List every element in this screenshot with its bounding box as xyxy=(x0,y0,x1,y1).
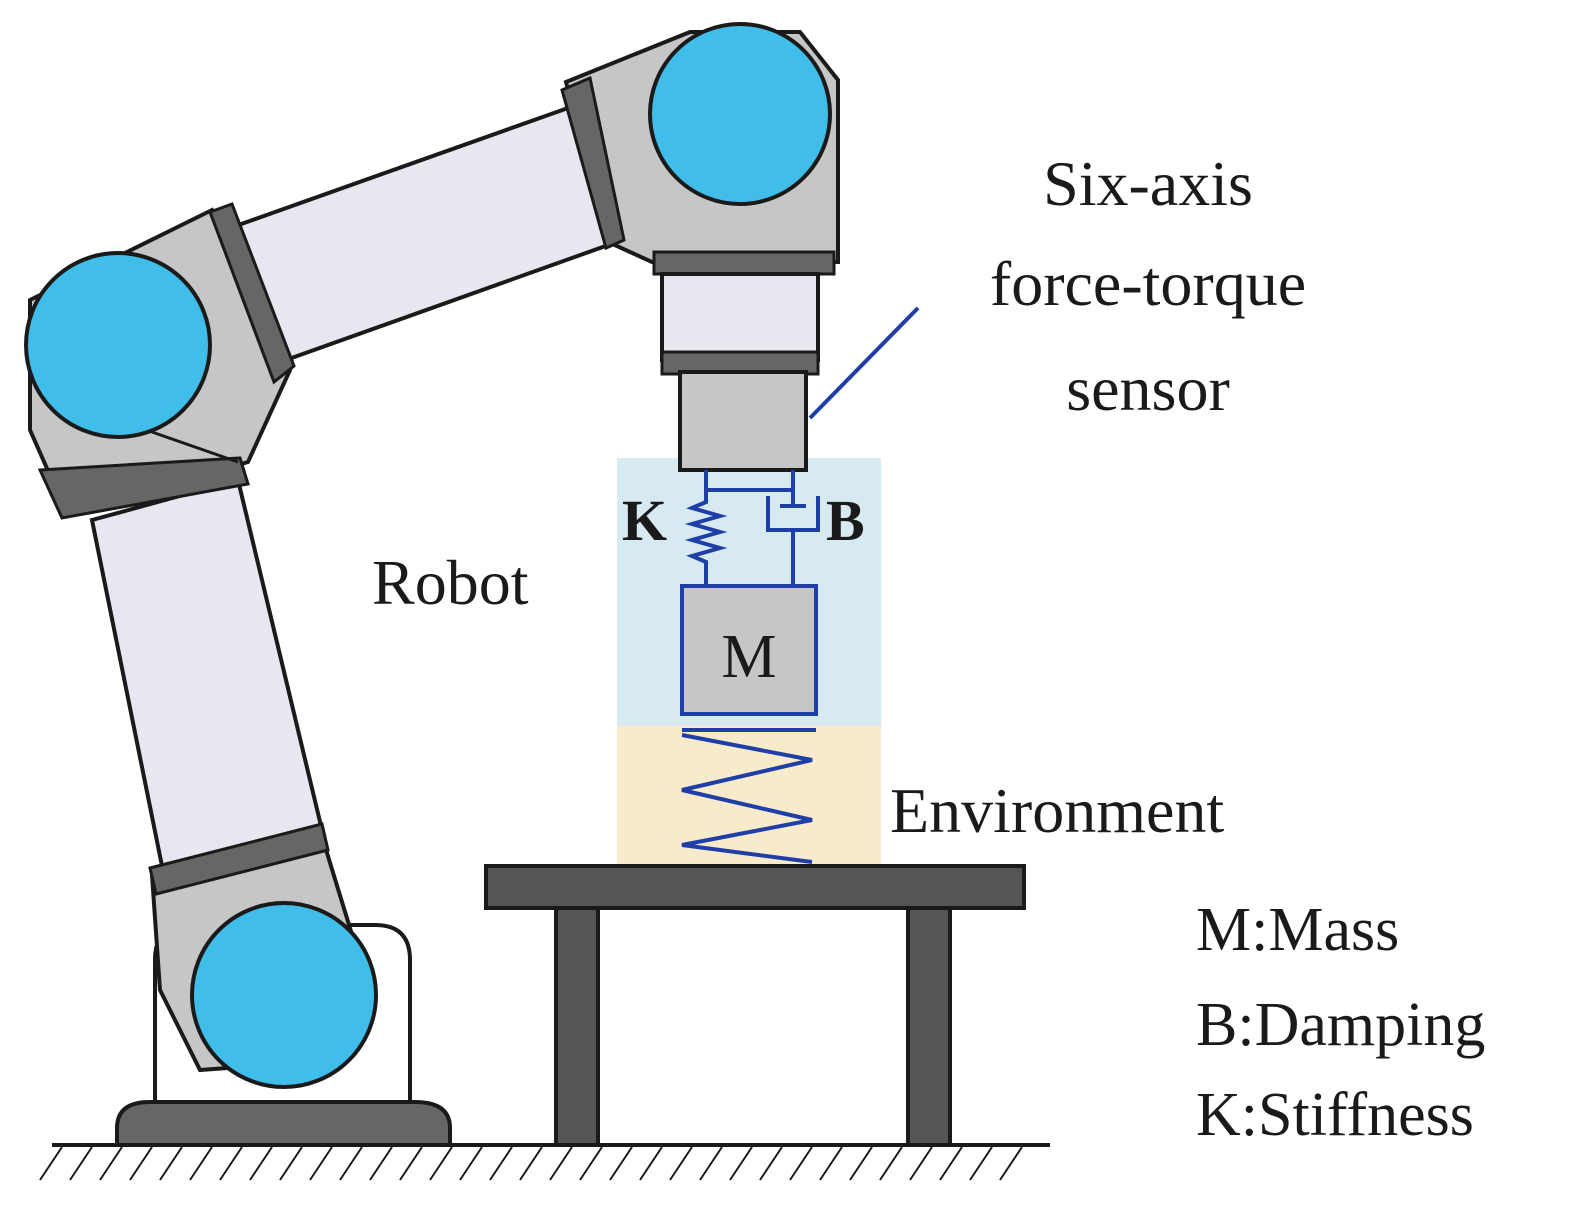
elbow-joint xyxy=(648,22,832,206)
sensor-label-line1: Six-axis xyxy=(1043,148,1253,219)
legend: M:Mass B:Damping K:Stiffness xyxy=(1196,896,1485,1149)
damper xyxy=(766,490,820,586)
environment-spring xyxy=(681,733,813,864)
robot-label: Robot xyxy=(372,547,529,618)
ground xyxy=(39,1143,1050,1181)
upper-link xyxy=(227,105,617,363)
force-torque-sensor xyxy=(678,370,808,472)
sensor-label-line3: sensor xyxy=(1066,353,1230,424)
lower-link xyxy=(89,477,325,869)
legend-mass: M:Mass xyxy=(1196,896,1399,964)
damping-symbol: B xyxy=(826,488,865,553)
mass-symbol: M xyxy=(721,623,776,691)
shoulder-joint xyxy=(24,251,212,439)
sensor-leader-line xyxy=(808,306,920,420)
sensor-label-line2: force-torque xyxy=(990,248,1306,319)
legend-damping: B:Damping xyxy=(1196,991,1485,1059)
stiffness-symbol: K xyxy=(622,488,667,553)
impedance-model xyxy=(680,470,820,864)
legend-stiffness: K:Stiffness xyxy=(1196,1081,1474,1149)
mass-block xyxy=(680,584,818,716)
environment-label: Environment xyxy=(890,775,1224,846)
base-joint xyxy=(190,901,378,1089)
stiffness-spring xyxy=(684,490,728,586)
table xyxy=(484,864,1026,1147)
wrist xyxy=(660,272,820,376)
